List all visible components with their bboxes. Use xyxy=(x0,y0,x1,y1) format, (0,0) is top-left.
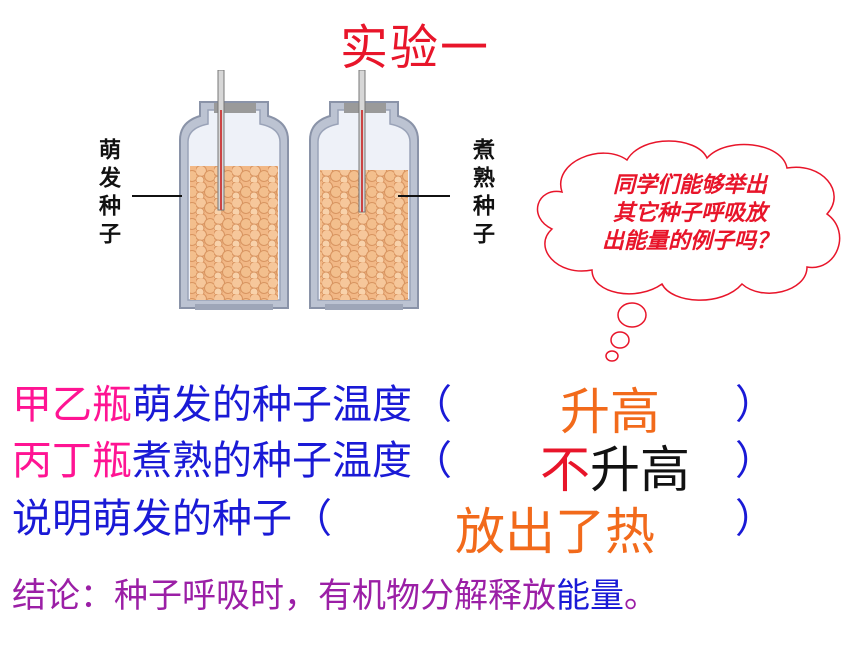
row-2-text: 煮熟的种子温度（ xyxy=(132,438,452,484)
row-1: 甲乙瓶萌发的种子温度（ xyxy=(12,382,452,428)
conclusion-highlight: 能量 xyxy=(556,576,624,616)
right-label-connector xyxy=(398,195,450,197)
germinating-seed-label: 萌发种子 xyxy=(95,138,121,250)
row-2-answer-rest: 升高 xyxy=(590,441,690,499)
cloud-line-1: 同学们能够举出 xyxy=(612,173,767,198)
row-2-close: ） xyxy=(735,438,775,484)
conclusion-text: 结论：种子呼吸时，有机物分解释放 xyxy=(12,576,556,616)
row-2-answer-negation: 不 xyxy=(540,441,590,499)
row-3-close: ） xyxy=(735,496,775,542)
boiled-seed-bottle xyxy=(309,70,419,310)
conclusion-end: 。 xyxy=(624,576,658,616)
page-title: 实验一 xyxy=(340,20,491,76)
row-2-answer: 不升高 xyxy=(540,430,690,502)
row-2-prefix: 丙丁瓶 xyxy=(12,438,132,484)
row-3-text: 说明萌发的种子（ xyxy=(12,496,332,542)
cloud-line-2: 其它种子呼吸放 xyxy=(612,201,767,226)
row-1-answer: 升高 xyxy=(560,383,660,441)
left-label-connector xyxy=(132,195,182,197)
cloud-question: 同学们能够举出 其它种子呼吸放 出能量的例子吗？ xyxy=(540,172,840,256)
flask-illustration xyxy=(179,70,419,310)
conclusion: 结论：种子呼吸时，有机物分解释放能量。 xyxy=(12,568,658,617)
germinating-seed-bottle xyxy=(179,70,289,310)
boiled-seed-label: 煮熟种子 xyxy=(469,138,495,250)
cloud-line-3: 出能量的例子吗？ xyxy=(601,229,778,254)
row-1-close: ） xyxy=(735,382,775,428)
thought-cloud xyxy=(536,140,841,362)
row-2: 丙丁瓶煮熟的种子温度（ xyxy=(12,438,452,484)
row-1-text: 萌发的种子温度（ xyxy=(132,382,452,428)
row-3-answer: 放出了热 xyxy=(455,503,655,561)
row-1-prefix: 甲乙瓶 xyxy=(12,382,132,428)
